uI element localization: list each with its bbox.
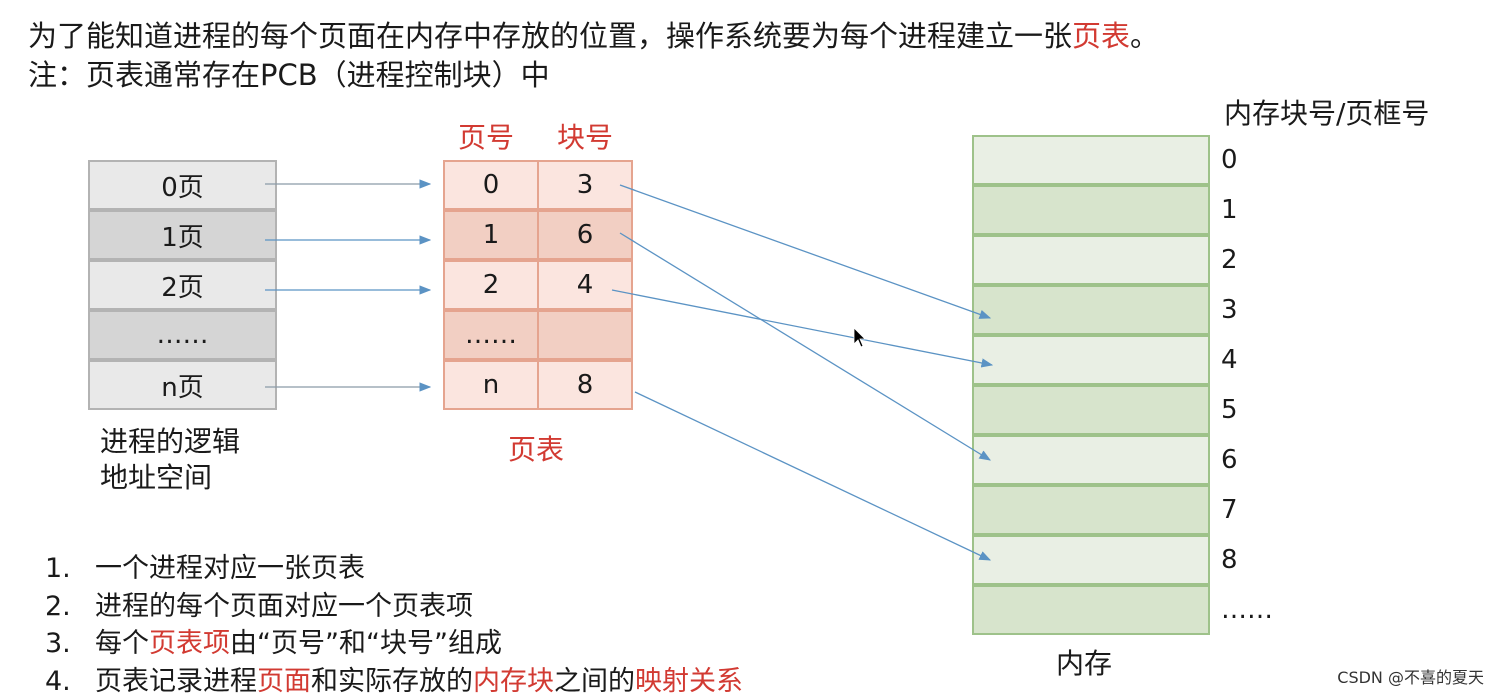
memory-block-number: 0 — [1221, 145, 1238, 175]
memory-block — [972, 135, 1210, 185]
block-to-memory-arrow — [634, 391, 992, 561]
page-table-block-cell: 3 — [537, 160, 633, 210]
page-table-block-cell: 6 — [537, 210, 633, 260]
intro-line-1: 为了能知道进程的每个页面在内存中存放的位置，操作系统要为每个进程建立一张页表。 — [28, 18, 1159, 54]
memory-caption: 内存 — [1056, 647, 1113, 680]
logical-page-row: 1页 — [88, 210, 277, 260]
page-table-block-cell: 4 — [537, 260, 633, 310]
memory-block — [972, 335, 1210, 385]
page-table-page-cell: …… — [443, 310, 539, 360]
memory-block — [972, 485, 1210, 535]
page-number-header: 页号 — [458, 121, 515, 154]
intro-highlight: 页表 — [1072, 19, 1131, 53]
memory-block-number: 4 — [1221, 345, 1238, 375]
logical-page-row: n页 — [88, 360, 277, 410]
memory-block-number: …… — [1221, 595, 1273, 625]
page-table-caption: 页表 — [508, 433, 565, 466]
block-to-memory-arrow — [619, 184, 992, 319]
memory-block — [972, 185, 1210, 235]
memory-block-number: 6 — [1221, 445, 1238, 475]
logical-space-caption: 进程的逻辑 地址空间 — [100, 425, 241, 494]
memory-block — [972, 585, 1210, 635]
intro-text-end: 。 — [1130, 19, 1160, 53]
page-table-block-cell — [537, 310, 633, 360]
page-table-page-cell: 1 — [443, 210, 539, 260]
memory-block-number: 2 — [1221, 245, 1238, 275]
intro-text: 为了能知道进程的每个页面在内存中存放的位置，操作系统要为每个进程建立一张 — [28, 19, 1073, 53]
intro-line-2: 注：页表通常存在PCB（进程控制块）中 — [28, 58, 550, 92]
mouse-cursor-icon — [853, 327, 866, 348]
watermark: CSDN @不喜的夏天 — [1337, 668, 1484, 687]
memory-block — [972, 435, 1210, 485]
logical-page-row: 2页 — [88, 260, 277, 310]
memory-block — [972, 385, 1210, 435]
block-number-header: 块号 — [557, 121, 614, 154]
block-to-memory-arrow — [611, 289, 994, 368]
memory-block — [972, 235, 1210, 285]
page-table-block-cell: 8 — [537, 360, 633, 410]
memory-block — [972, 535, 1210, 585]
memory-block-number: 1 — [1221, 195, 1238, 225]
memory-block — [972, 285, 1210, 335]
memory-block-number: 3 — [1221, 295, 1238, 325]
memory-header: 内存块号/页框号 — [1224, 97, 1430, 130]
logical-page-row: …… — [88, 310, 277, 360]
memory-block-number: 7 — [1221, 495, 1238, 525]
memory-block-number: 8 — [1221, 545, 1238, 575]
block-to-memory-arrow — [619, 232, 991, 461]
logical-page-row: 0页 — [88, 160, 277, 210]
memory-block-number: 5 — [1221, 395, 1238, 425]
